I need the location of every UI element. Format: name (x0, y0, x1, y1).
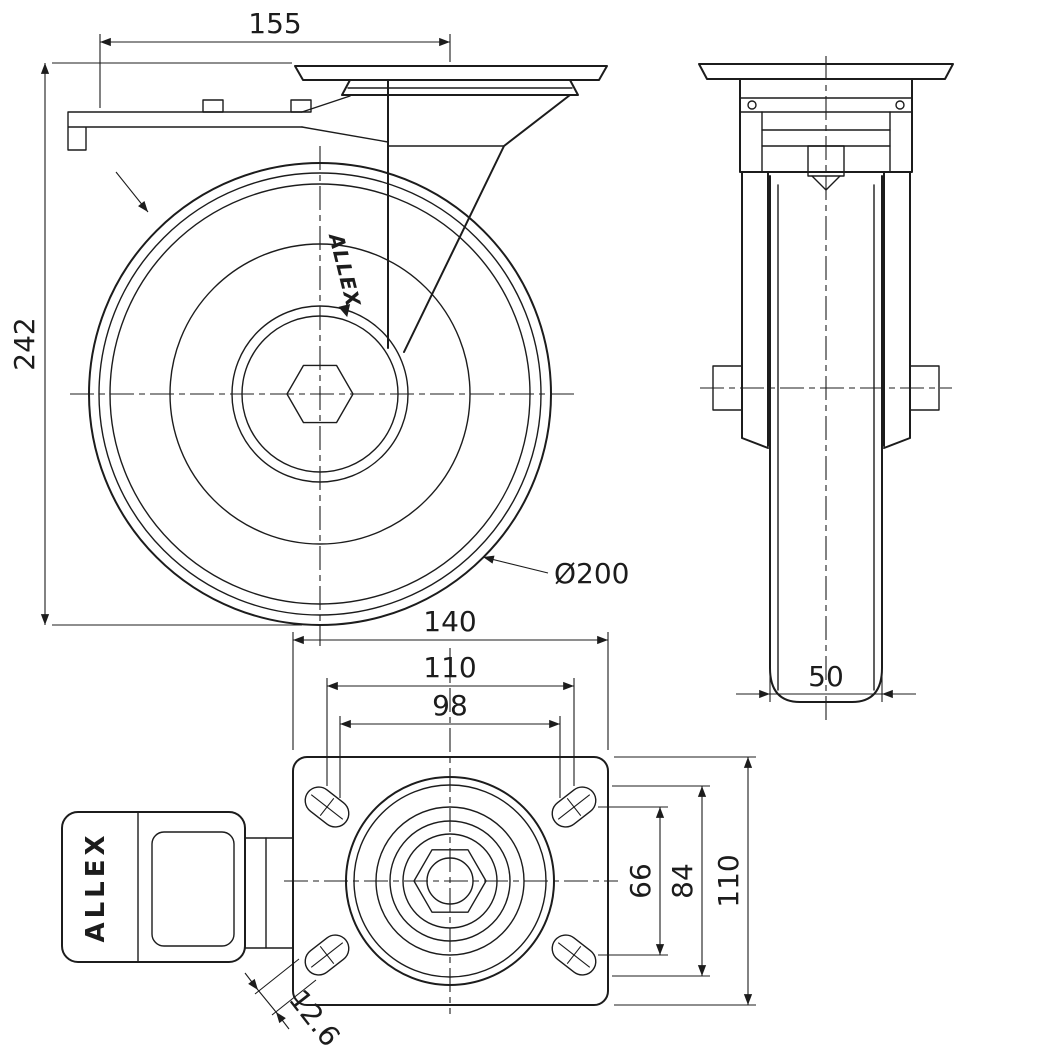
axle-nut-right (909, 365, 940, 411)
dim-bolt-span-v-inner-label: 66 (624, 863, 657, 899)
bolt-slot-bottom-right (551, 934, 597, 976)
pedal-hinge (244, 837, 294, 949)
dim-bolt-span-h-outer: 110 (326, 651, 575, 786)
bolt-slot-top-left (304, 786, 350, 828)
top-view: ALLEX (61, 648, 618, 1014)
dim-wheel-diameter-label: Ø200 (554, 557, 629, 590)
side-view: ALLEX (67, 65, 608, 646)
bearing-ball-left (747, 100, 757, 110)
dim-bolt-span-v-outer: 84 (612, 785, 710, 977)
dim-plate-offset-label: 155 (248, 7, 301, 40)
dim-plate-offset: 155 (99, 7, 451, 108)
dim-overall-height: 242 (8, 62, 302, 626)
wheel-front (769, 175, 883, 703)
dim-plate-depth-label: 110 (712, 854, 745, 907)
brake-pedal-top: ALLEX (61, 811, 294, 963)
dim-plate-depth: 110 (614, 756, 756, 1006)
dim-bolt-span-h-outer-label: 110 (423, 651, 476, 684)
mount-plate-front (698, 63, 954, 80)
dim-wheel-width-label: 50 (808, 660, 844, 693)
bolt-slot-top-right (551, 786, 597, 828)
mount-plate-side (294, 65, 608, 81)
axle-nut-left (712, 365, 743, 411)
swivel-housing-front (739, 78, 913, 191)
brand-logo-arrow-icon (338, 304, 351, 318)
top-view-dimensions: 140 110 98 66 84 110 (244, 605, 756, 1053)
front-view: 50 (698, 56, 954, 720)
brake-bracket-side (67, 95, 389, 151)
tread-leader-arrow (115, 171, 149, 213)
king-pin (807, 145, 845, 177)
dim-wheel-diameter: Ø200 (482, 555, 629, 590)
brand-pedal: ALLEX (81, 831, 111, 942)
swivel-head-side (341, 79, 579, 96)
dim-bolt-span-v-inner: 66 (598, 806, 668, 956)
dim-plate-width: 140 (292, 605, 609, 750)
center-hex-nut (413, 849, 487, 913)
dim-bolt-span-h-inner-label: 98 (432, 689, 468, 722)
bracket-bolt-right (290, 99, 312, 113)
axle-hex-nut (286, 364, 354, 424)
dim-wheel-width: 50 (736, 660, 916, 702)
dim-bolt-span-v-outer-label: 84 (666, 863, 699, 899)
dim-plate-width-label: 140 (423, 605, 476, 638)
bearing-ball-right (895, 100, 905, 110)
swivel-fork-side (387, 79, 571, 353)
bracket-bolt-left (202, 99, 224, 113)
dim-overall-height-label: 242 (8, 317, 41, 370)
pedal-pad (151, 831, 235, 947)
brand-pedal-text: ALLEX (81, 831, 111, 942)
axle-nuts-front (712, 365, 940, 411)
side-view-dimensions: 155 242 Ø200 (8, 7, 629, 626)
wheel-side (88, 162, 552, 626)
swivel-races-top (345, 776, 555, 986)
dim-bolt-span-h-inner: 98 (339, 689, 561, 798)
